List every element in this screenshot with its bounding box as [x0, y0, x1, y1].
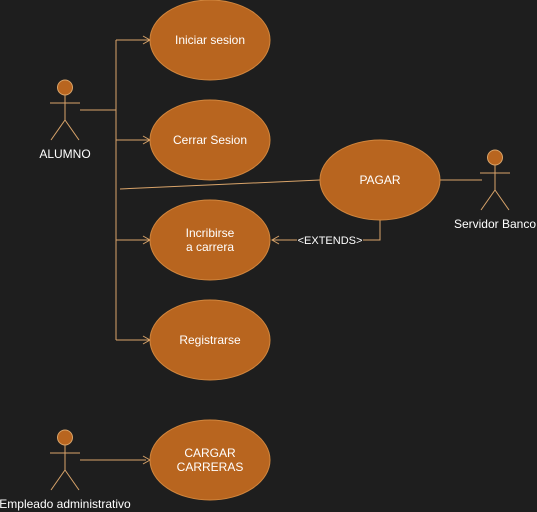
usecase-cargar-carreras[interactable]: CARGAR CARRERAS — [149, 419, 271, 501]
alumno-to-usecases-connector — [80, 39, 150, 341]
usecase-inscribirse[interactable]: Incribirse a carrera — [149, 199, 271, 281]
usecase-cerrar-sesion-label: Cerrar Sesion — [173, 133, 247, 147]
usecase-cerrar-sesion[interactable]: Cerrar Sesion — [149, 99, 271, 181]
actor-alumno-label: ALUMNO — [39, 147, 90, 161]
actor-alumno[interactable]: ALUMNO — [39, 79, 91, 161]
usecase-cargar-carreras-label-line1: CARGAR — [184, 446, 236, 460]
extends-label: <EXTENDS> — [298, 235, 363, 247]
extends-label-bg — [297, 233, 363, 247]
usecase-pagar[interactable]: PAGAR — [319, 139, 441, 221]
actor-alumno-figure-icon — [50, 79, 80, 141]
usecase-inscribirse-shape — [149, 199, 271, 281]
actor-servidor-banco-label: Servidor Banco — [454, 217, 536, 231]
usecase-registrarse[interactable]: Registrarse — [149, 299, 271, 381]
usecase-pagar-shape — [319, 139, 441, 221]
actor-servidor-banco-figure-icon — [480, 149, 510, 211]
usecase-registrarse-shape — [149, 299, 271, 381]
actor-empleado-label: Empleado administrativo — [0, 497, 131, 511]
actor-empleado-figure-icon — [50, 429, 80, 491]
usecase-pagar-label: PAGAR — [359, 173, 400, 187]
connectors — [80, 39, 482, 461]
usecase-cerrar-sesion-shape — [149, 99, 271, 181]
usecase-cargar-carreras-label-line2: CARRERAS — [177, 460, 244, 474]
usecase-iniciar-sesion-label: Iniciar sesion — [175, 33, 245, 47]
arrow-extends — [270, 235, 280, 245]
actor-servidor-banco[interactable]: Servidor Banco — [454, 149, 536, 231]
usecase-cargar-carreras-shape — [149, 419, 271, 501]
usecase-inscribirse-label-line1: Incribirse — [186, 226, 235, 240]
alumno-pagar-connector — [119, 179, 321, 190]
usecase-inscribirse-label-line2: a carrera — [186, 240, 234, 254]
usecase-iniciar-sesion-shape — [149, 0, 271, 81]
usecase-iniciar-sesion[interactable]: Iniciar sesion — [149, 0, 271, 81]
usecase-registrarse-label: Registrarse — [179, 333, 241, 347]
actor-empleado[interactable]: Empleado administrativo — [0, 429, 131, 511]
